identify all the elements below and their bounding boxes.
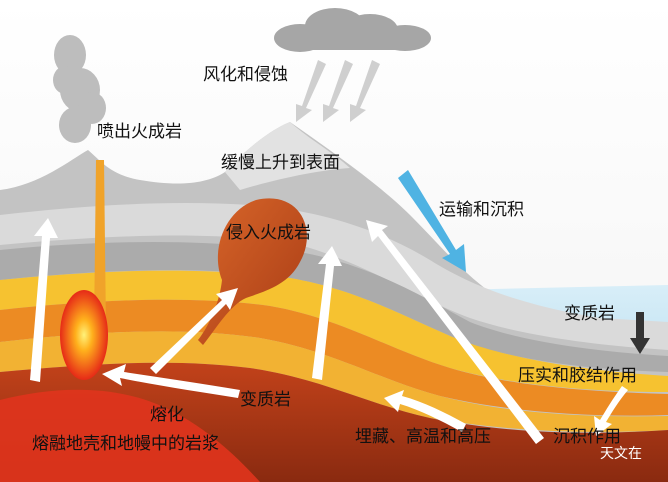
burial-label: 埋藏、高温和高压 [355,427,491,447]
extrusive-igneous-label: 喷出火成岩 [97,122,182,142]
transport-label: 运输和沉积 [439,200,524,220]
magma-base [0,389,260,482]
sedimentation-label: 沉积作用 [553,427,621,447]
grey-layer-1 [0,203,668,350]
weathering-label: 风化和侵蚀 [203,65,288,85]
volcanic-smoke [53,35,106,143]
watermark: 天文在 [600,446,642,462]
cloud-icon [274,8,431,52]
yellow-layer-1 [0,270,668,392]
transport-arrow [398,170,466,272]
weathering-arrows [296,60,380,122]
compaction-label: 压实和胶结作用 [518,366,637,386]
metamorphic-center-label: 变质岩 [240,390,291,410]
volcano-conduit [94,160,106,330]
compaction-arrow [630,312,650,354]
cycle-arrows [30,218,628,444]
magma-chamber [60,290,108,380]
melting-label: 熔化 [150,405,184,425]
intrusive-igneous-body [198,198,307,345]
metamorphic-sea-label: 变质岩 [564,304,615,324]
mountain [225,122,350,190]
grey-layer-2 [0,242,668,372]
intrusive-igneous-label: 侵入火成岩 [226,223,311,243]
uplift-label: 缓慢上升到表面 [221,153,340,173]
magma-label: 熔融地壳和地幔中的岩浆 [32,434,219,454]
